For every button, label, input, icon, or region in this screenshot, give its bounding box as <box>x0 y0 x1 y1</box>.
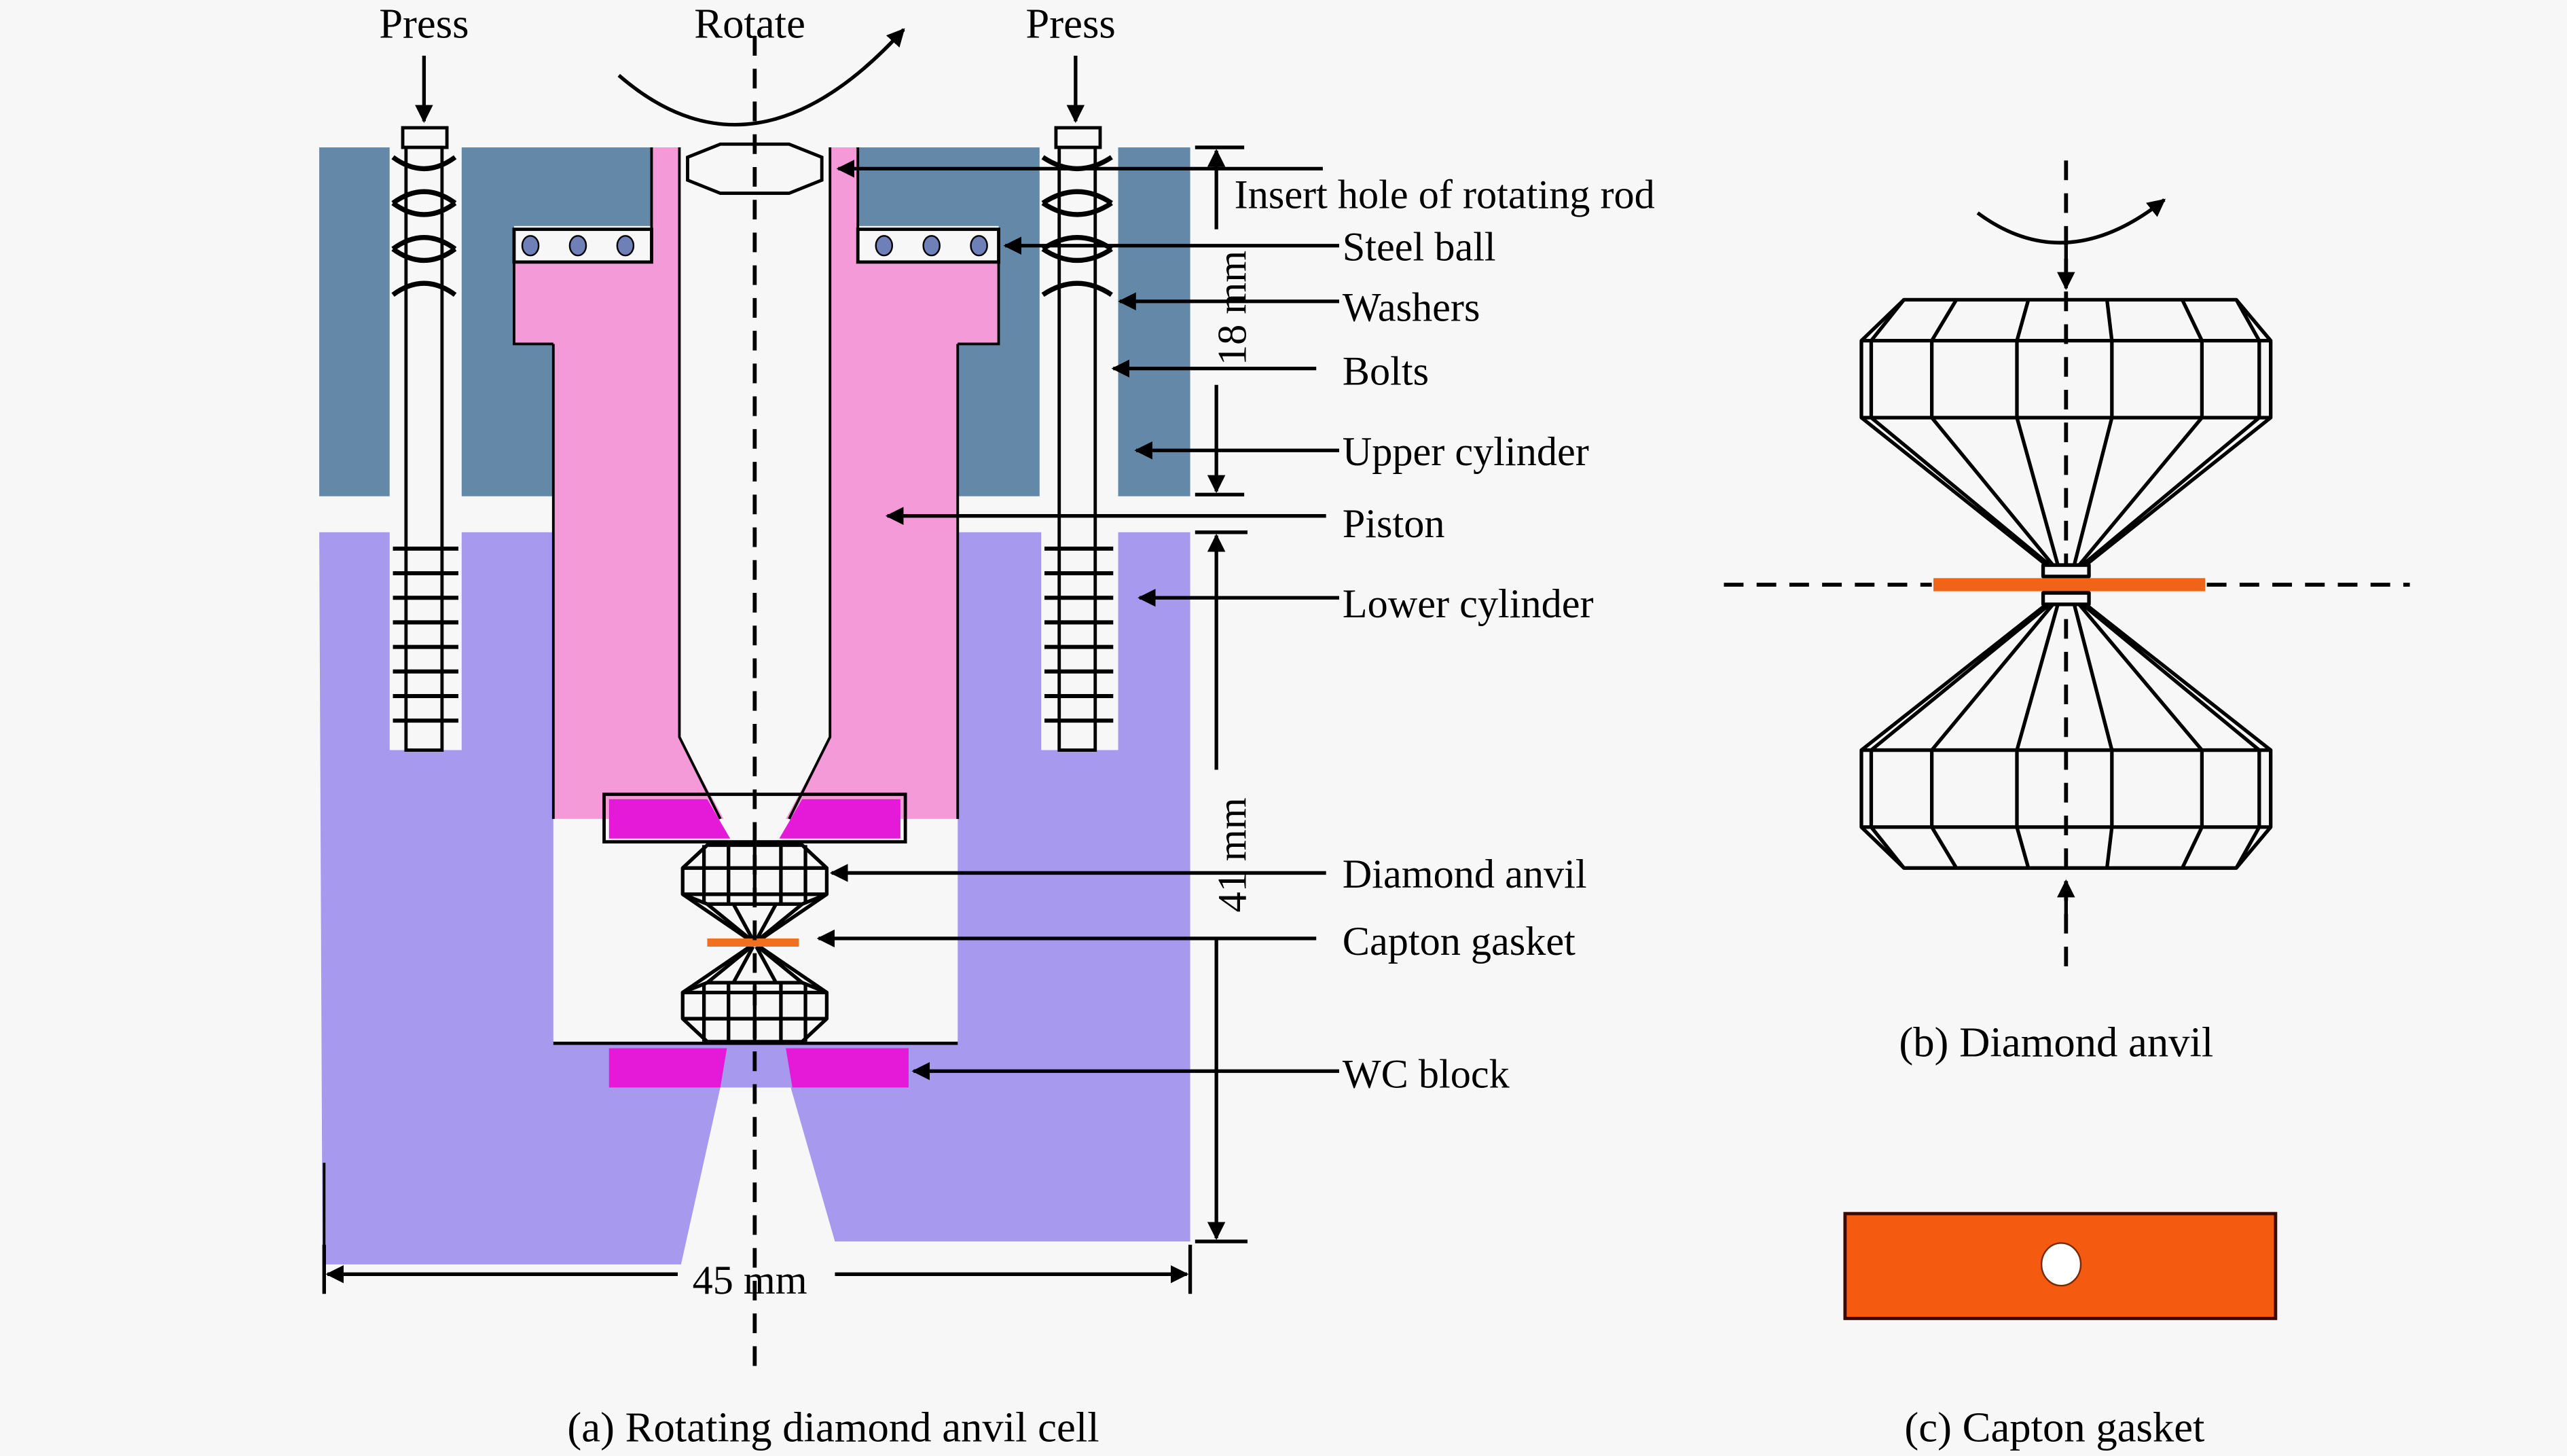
label-press-right: Press <box>1025 0 1115 47</box>
dimension-18mm-text: 18 mm <box>1210 251 1256 365</box>
bolt-left <box>391 126 458 752</box>
callout-capton-gasket: Capton gasket <box>1343 919 1576 964</box>
caption-panel-a: (a) Rotating diamond anvil cell <box>567 1403 1099 1451</box>
panel-a: Press Rotate Press 18 mm 41 mm 45 mm <box>319 0 1655 1451</box>
panel-b: (b) Diamond anvil <box>1724 160 2410 1066</box>
callout-diamond-anvil: Diamond anvil <box>1343 852 1587 897</box>
callout-leaders <box>816 160 1339 1080</box>
rotate-arrow-icon <box>617 28 905 127</box>
diamond-anvil-bottom <box>1859 591 2273 870</box>
label-rotate: Rotate <box>694 0 805 47</box>
dimension-41mm: 41 mm <box>1195 530 1256 1243</box>
label-press-left: Press <box>379 0 469 47</box>
piston <box>513 147 1000 820</box>
dimension-45mm: 45 mm <box>322 1244 1193 1303</box>
dimension-41mm-text: 41 mm <box>1210 797 1256 912</box>
bolt-right <box>1041 126 1114 752</box>
callout-insert-hole: Insert hole of rotating rod <box>1235 172 1655 217</box>
capton-gasket-b <box>1933 578 2206 592</box>
panel-c: (c) Capton gasket <box>1843 1212 2278 1451</box>
wc-block-lower <box>608 1048 909 1088</box>
callout-piston: Piston <box>1343 501 1445 547</box>
threads-right <box>1044 546 1114 723</box>
gasket-hole <box>2040 1242 2082 1287</box>
caption-panel-c: (c) Capton gasket <box>1904 1403 2205 1451</box>
callout-upper-cylinder: Upper cylinder <box>1343 429 1589 475</box>
diamond-anvil-top <box>1859 297 2273 579</box>
dimension-18mm: 18 mm <box>1195 145 1256 496</box>
rotate-arrow-icon-b <box>1976 198 2166 245</box>
caption-panel-b: (b) Diamond anvil <box>1899 1019 2213 1066</box>
callout-steel-ball: Steel ball <box>1343 224 1496 270</box>
callout-washers: Washers <box>1343 285 1480 331</box>
callout-wc-block: WC block <box>1343 1051 1510 1097</box>
callout-lower-cylinder: Lower cylinder <box>1343 581 1594 627</box>
washers-left <box>391 155 457 297</box>
dimension-45mm-text: 45 mm <box>693 1258 807 1303</box>
threads-left <box>393 546 458 723</box>
capton-gasket-small <box>707 938 799 947</box>
callout-bolts: Bolts <box>1343 349 1429 395</box>
steel-ball-bearings <box>512 228 1000 264</box>
